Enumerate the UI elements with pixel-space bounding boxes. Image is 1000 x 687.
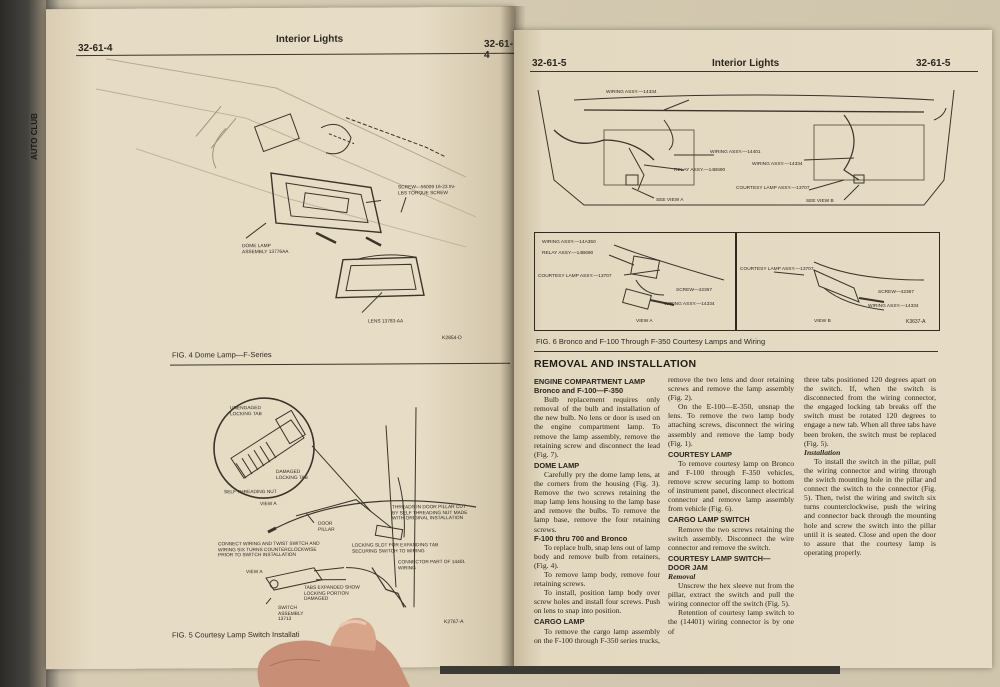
col3-p2: To install the switch in the pillar, pul… — [804, 456, 936, 557]
right-page: 32-61-5 Interior Lights 32-61-5 WIRING — [514, 30, 992, 668]
col1-h2: DOME LAMP — [534, 460, 580, 470]
fig6-see-view-b-label: SEE VIEW B — [806, 199, 834, 204]
right-header-rule — [530, 71, 978, 72]
right-page-number-right: 32-61-5 — [916, 58, 951, 69]
col2-h3b: Removal — [668, 571, 696, 581]
book-bottom-edge — [440, 666, 840, 674]
fig5-unengaged-label: UNENGAGED LOCKING TAB — [230, 406, 262, 417]
col1-h3: F-100 thru 700 and Bronco — [534, 533, 628, 543]
col1-h4: CARGO LAMP — [534, 617, 585, 627]
fig5-locking-slot-label: LOCKING SLOT FOR EXPANDING TAB SECURING … — [352, 543, 439, 555]
view-b-courtesy-label: COURTESY LAMP ASSY.—13707 — [740, 267, 814, 272]
text-column-3: three tabs positioned 120 degrees apart … — [804, 375, 936, 557]
fig6-rule — [534, 351, 938, 352]
fig5-courtesy-switch-drawing — [213, 397, 477, 608]
fig5-damaged-label: DAMAGED LOCKING TAB — [276, 469, 308, 481]
fig5-tabs-expanded-label: TABS EXPANDED SHOW LOCKING PORTION DAMAG… — [304, 585, 360, 602]
thumb-holding-page — [257, 617, 410, 687]
text-column-2: remove the two lens and door retaining s… — [668, 375, 794, 636]
view-a-screw-label: SCREW—42367 — [676, 288, 712, 293]
col3-p1: three tabs positioned 120 degrees apart … — [804, 375, 936, 448]
fig5-connector-label: CONNECTOR PART OF 14401 WIRING — [398, 560, 466, 571]
view-a-relay-label: RELAY ASSY.—14B690 — [542, 251, 594, 256]
fig6-caption: FIG. 6 Bronco and F-100 Through F-350 Co… — [536, 337, 766, 346]
col2-p5: Unscrew the hex sleeve nut from the pill… — [668, 581, 794, 609]
fig4-dome-lamp-drawing — [95, 58, 477, 313]
col1-h1b: Bronco and F-100—F-350 — [534, 386, 624, 396]
col1-p3: To replace bulb, snap lens out of lamp b… — [534, 542, 660, 570]
fig6-wiring-14401-label: WIRING ASSY.—14401 — [710, 150, 761, 155]
removal-installation-heading: REMOVAL AND INSTALLATION — [534, 358, 697, 370]
fig6-overview-drawing — [537, 89, 955, 206]
fig6-view-a-box — [534, 232, 736, 331]
view-a-wiring-350-label: WIRING ASSY.—14A350 — [542, 240, 596, 245]
col2-p4: Remove the two screws retaining the swit… — [668, 524, 794, 552]
left-page: 32-61-4 Interior Lights 32-61-4 — [46, 6, 514, 670]
col1-p4: To remove lamp body, remove four retaini… — [534, 569, 660, 589]
col2-p1: remove the two lens and door retaining s… — [668, 375, 794, 403]
spine-label: AUTO CLUB — [30, 113, 39, 160]
fig5-view-a-label: VIEW A — [260, 502, 277, 508]
book-cover-edge — [0, 0, 46, 687]
col2-p2: On the E-100—E-350, unsnap the lens. To … — [668, 402, 794, 448]
view-a-title: VIEW A — [636, 319, 653, 324]
col3-h1: Installation — [804, 447, 841, 457]
view-b-title: VIEW B — [814, 319, 831, 324]
col2-h2: CARGO LAMP SWITCH — [668, 515, 750, 525]
col2-h1: COURTESY LAMP — [668, 449, 732, 459]
view-b-screw-label: SCREW—42367 — [878, 290, 914, 295]
col2-p6: Retention of courtesy lamp switch to the… — [668, 608, 794, 636]
right-page-number-left: 32-61-5 — [532, 58, 567, 69]
fig6-wiring-14334-label: WIRING ASSY.—14334 — [606, 90, 657, 95]
fig6-courtesy-label: COURTESY LAMP ASSY.—13707 — [736, 186, 810, 191]
col1-p5: To install, position lamp body over scre… — [534, 588, 660, 616]
view-a-courtesy-label: COURTESY LAMP ASSY.—13707 — [538, 274, 612, 279]
col1-p6: To remove the cargo lamp assembly on the… — [534, 626, 660, 645]
fig5-threads-label: THREADS IN DOOR PILLAR CUT BY SELF THREA… — [392, 505, 468, 522]
fig6-code: K3637-A — [906, 319, 926, 325]
view-a-wiring-label: WIRING ASSY.—14334 — [664, 302, 715, 307]
fig5-view-a2-label: VIEW A — [246, 570, 263, 576]
fig6-views-drawing — [608, 244, 925, 311]
text-column-1: ENGINE COMPARTMENT LAMP Bronco and F-100… — [534, 375, 660, 645]
fig5-self-threading-label: SELF THREADING NUT — [224, 490, 277, 496]
col2-p3: To remove courtesy lamp on Bronco and F-… — [668, 458, 794, 514]
col1-h1: ENGINE COMPARTMENT LAMP — [534, 377, 646, 386]
fig6-view-b-box — [736, 232, 940, 331]
right-section-title: Interior Lights — [712, 58, 780, 69]
fig6-see-view-a-label: SEE VIEW A — [656, 198, 684, 203]
fig5-door-pillar-label: DOOR PILLAR — [318, 521, 335, 533]
fig6-relay-label: RELAY ASSY.—14B690 — [674, 168, 726, 173]
view-b-wiring-label: WIRING ASSY.—14334 — [868, 304, 919, 309]
fig5-code: K2767-A — [444, 619, 464, 626]
col2-h3: COURTESY LAMP SWITCH— DOOR JAM — [668, 553, 771, 572]
col1-p1: Bulb replacement requires only removal o… — [534, 395, 660, 459]
fig6-wiring-14334b-label: WIRING ASSY.—14334 — [752, 162, 803, 167]
col1-p2: Carefully pry the dome lamp lens, at the… — [534, 469, 660, 534]
fig5-connect-wiring-label: CONNECT WIRING AND TWIST SWITCH AND WIRI… — [218, 541, 320, 559]
